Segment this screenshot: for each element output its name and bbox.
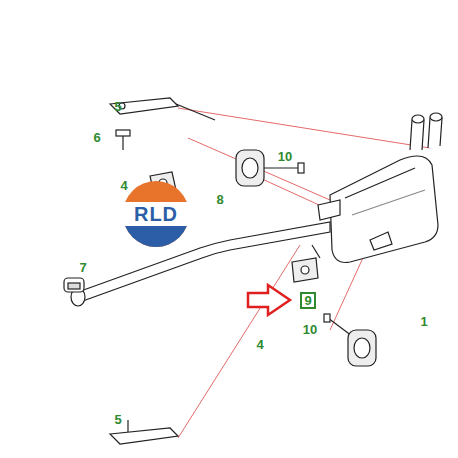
callout-number: 1 (420, 315, 427, 329)
callout-number: 5 (114, 413, 121, 427)
callout-number: 7 (79, 261, 86, 275)
callout-number: 8 (216, 193, 223, 207)
callout-number: 5 (114, 100, 121, 114)
callout-number: 4 (256, 338, 263, 352)
callout-number: 10 (278, 150, 292, 164)
callout-number: 4 (120, 179, 127, 193)
brand-logo-text: RLD (134, 203, 178, 225)
callout-number: 6 (93, 131, 100, 145)
callout-number: 10 (303, 323, 317, 337)
callout-number: 9 (300, 292, 315, 309)
